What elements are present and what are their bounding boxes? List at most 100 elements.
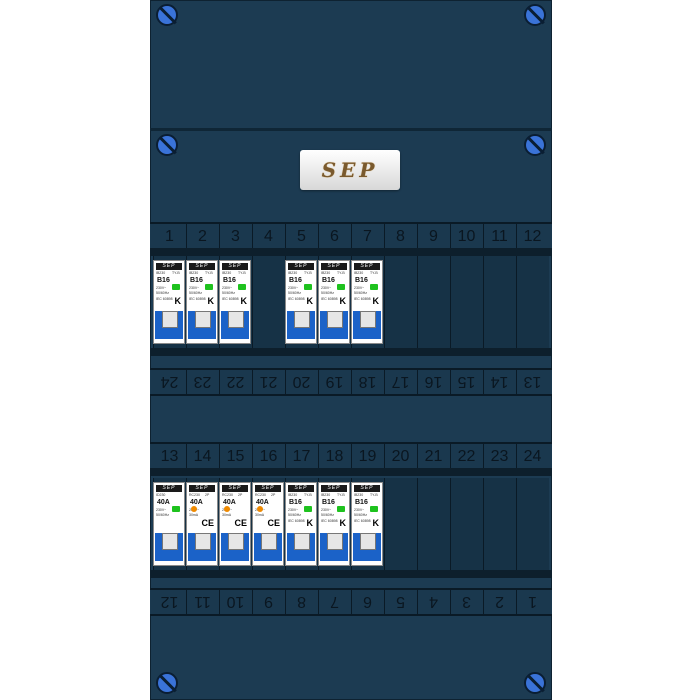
breaker-spec: 230V~	[156, 286, 167, 290]
breaker-type: TY-B	[337, 271, 345, 275]
breaker-type: 2P	[271, 493, 276, 497]
breaker-toggle-lever[interactable]	[353, 311, 381, 339]
breaker-toggle-lever[interactable]	[155, 311, 183, 339]
breaker-spec: IEC 60898	[288, 297, 305, 301]
breaker-spec: IEC 60898	[288, 519, 305, 523]
certification-mark: K	[372, 518, 380, 528]
status-indicator-icon	[224, 506, 230, 512]
breaker-type: 2P	[205, 493, 210, 497]
breaker-brand-label: SEP	[288, 485, 314, 492]
breaker-spec: IEC 60898	[156, 297, 173, 301]
circuit-number: 11	[194, 593, 211, 610]
brand-logo-text: SEP	[321, 158, 379, 182]
breaker-toggle-lever[interactable]	[188, 533, 216, 561]
status-indicator-icon	[191, 506, 197, 512]
breaker-brand-label: SEP	[354, 263, 380, 270]
breaker-model: IB230	[354, 493, 364, 497]
circuit-number: 23	[490, 448, 509, 465]
breaker-model: ID230	[156, 493, 166, 497]
circuit-number: 24	[523, 448, 542, 465]
breaker-rating: B16	[322, 499, 335, 506]
breaker-spec: 50/60Hz	[288, 291, 302, 295]
certification-mark: CE	[201, 518, 214, 528]
strip-divider	[219, 224, 220, 248]
breaker-model: IB230	[288, 493, 298, 497]
breaker-spec: 230V~	[321, 286, 332, 290]
strip-divider	[483, 444, 484, 468]
breaker-brand-label: SEP	[189, 263, 215, 270]
breaker-model: RC230	[189, 493, 200, 497]
strip-divider	[186, 370, 187, 394]
strip-divider	[318, 444, 319, 468]
breaker-toggle-lever[interactable]	[320, 311, 348, 339]
strip-divider	[219, 370, 220, 394]
circuit-number: 6	[363, 593, 372, 610]
breaker-rating: B16	[355, 499, 368, 506]
breaker-toggle-lever[interactable]	[221, 311, 249, 339]
circuit-number: 21	[259, 373, 278, 390]
strip-divider	[483, 224, 484, 248]
circuit-number: 18	[325, 448, 344, 465]
breaker-toggle-lever[interactable]	[221, 533, 249, 561]
circuit-number: 5	[396, 593, 405, 610]
breaker-toggle-lever[interactable]	[155, 533, 183, 561]
strip-divider	[186, 224, 187, 248]
strip-divider	[384, 370, 385, 394]
circuit-number: 8	[396, 228, 405, 245]
breaker-rating: 40A	[157, 499, 170, 506]
breaker-model: IB230	[189, 271, 199, 275]
breaker-toggle-lever[interactable]	[188, 311, 216, 339]
breaker-spec: 230V~	[354, 508, 365, 512]
breaker-toggle-lever[interactable]	[254, 533, 282, 561]
circuit-number: 8	[297, 593, 306, 610]
breaker-toggle-lever[interactable]	[287, 533, 315, 561]
status-indicator-icon	[370, 284, 378, 290]
circuit-number: 22	[457, 448, 476, 465]
breaker-spec: 230V~	[354, 286, 365, 290]
strip-divider	[351, 370, 352, 394]
strip-divider	[252, 444, 253, 468]
circuit-number: 4	[264, 228, 273, 245]
certification-mark: CE	[234, 518, 247, 528]
strip-divider	[252, 224, 253, 248]
screw-icon	[524, 672, 546, 694]
strip-divider	[318, 370, 319, 394]
circuit-number: 7	[330, 593, 339, 610]
breaker-type: TY-B	[172, 271, 180, 275]
status-indicator-icon	[172, 506, 180, 512]
circuit-number: 13	[160, 448, 179, 465]
strip-divider	[186, 590, 187, 614]
circuit-number: 20	[391, 448, 410, 465]
strip-divider	[219, 590, 220, 614]
breaker-toggle-lever[interactable]	[287, 311, 315, 339]
circuit-number: 16	[424, 373, 443, 390]
breaker-brand-label: SEP	[222, 485, 248, 492]
empty-slot	[252, 256, 285, 348]
breaker-toggle-lever[interactable]	[353, 533, 381, 561]
circuit-number: 2	[198, 228, 207, 245]
breaker-toggle-lever[interactable]	[320, 533, 348, 561]
circuit-number: 1	[528, 593, 537, 610]
breaker-spec: IEC 60898	[354, 519, 371, 523]
breaker-spec: IEC 60898	[321, 297, 338, 301]
circuit-number: 7	[363, 228, 372, 245]
strip-divider	[252, 370, 253, 394]
strip-divider	[351, 224, 352, 248]
breaker-type: TY-B	[370, 271, 378, 275]
